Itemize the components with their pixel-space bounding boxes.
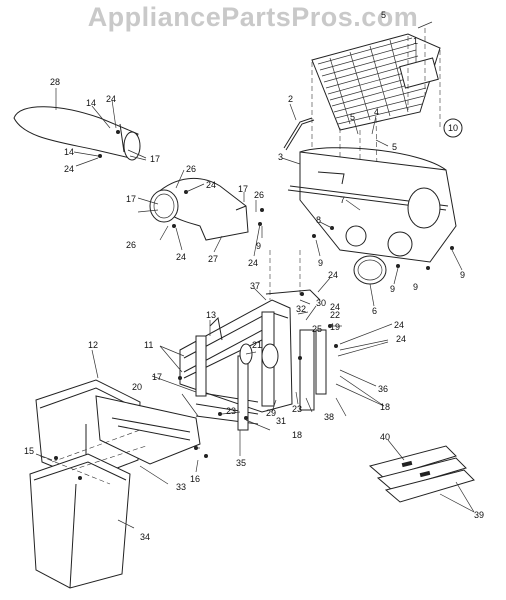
callout-26a: 26 xyxy=(186,164,196,174)
callout-17b: 17 xyxy=(238,184,248,194)
callout-21: 21 xyxy=(252,340,262,350)
callout-27: 27 xyxy=(208,254,218,264)
callout-34: 34 xyxy=(140,532,150,542)
callout-23a: 23 xyxy=(226,406,236,416)
callout-35: 35 xyxy=(236,458,246,468)
leader-lines xyxy=(35,21,475,529)
callout-3: 3 xyxy=(278,152,283,162)
callout-24d: 24 xyxy=(176,252,186,262)
bagger-frame xyxy=(287,147,457,263)
callout-22: 22 xyxy=(330,310,340,320)
callout-9b: 9 xyxy=(318,258,323,268)
callout-10: 10 xyxy=(448,123,458,133)
callout-17a: 17 xyxy=(150,154,160,164)
callout-24a: 24 xyxy=(106,94,116,104)
callout-2: 2 xyxy=(288,94,293,104)
callout-14a: 14 xyxy=(86,98,96,108)
callout-6: 6 xyxy=(372,306,377,316)
callout-31: 31 xyxy=(276,416,286,426)
callout-33: 33 xyxy=(176,482,186,492)
callout-16: 16 xyxy=(190,474,200,484)
upper-chute xyxy=(13,106,141,161)
callout-9d: 9 xyxy=(460,270,465,280)
callout-17d: 17 xyxy=(152,372,162,382)
callout-40: 40 xyxy=(380,432,390,442)
callout-18b: 18 xyxy=(292,430,302,440)
callout-37: 37 xyxy=(250,281,260,291)
callout-26b: 26 xyxy=(254,190,264,200)
callout-9a: 9 xyxy=(256,241,261,251)
callout-25: 25 xyxy=(312,324,322,334)
callout-24c: 24 xyxy=(206,180,216,190)
blade-set xyxy=(368,445,475,503)
grass-screen xyxy=(311,33,441,131)
callout-24f: 24 xyxy=(328,270,338,280)
callout-24i: 24 xyxy=(396,334,406,344)
cover-disc xyxy=(353,255,387,285)
callout-36: 36 xyxy=(378,384,388,394)
callout-8: 8 xyxy=(316,215,321,225)
callout-12: 12 xyxy=(88,340,98,350)
callout-20: 20 xyxy=(132,382,142,392)
callout-9e: 9 xyxy=(413,282,418,292)
callout-17c: 17 xyxy=(126,194,136,204)
callout-labels: 5 1 10 2 4 5 5 3 7 8 9 9 9 9 9 6 28 14 2… xyxy=(24,10,484,542)
bag-handle xyxy=(283,117,313,149)
callout-5: 5 xyxy=(381,10,386,20)
callout-23b: 23 xyxy=(292,404,302,414)
mounting-bracket-assembly xyxy=(179,289,327,431)
callout-7: 7 xyxy=(340,195,345,205)
bag-frame xyxy=(39,395,201,485)
callout-30: 30 xyxy=(316,298,326,308)
callout-19: 19 xyxy=(330,322,340,332)
callout-24g: 24 xyxy=(330,302,340,312)
callout-11: 11 xyxy=(144,340,153,350)
callout-24h: 24 xyxy=(394,320,404,330)
callout-24e: 24 xyxy=(248,258,258,268)
callout-10-circle xyxy=(443,118,463,138)
callout-5c: 5 xyxy=(392,142,397,152)
watermark: AppliancePartsPros.com xyxy=(87,2,419,32)
callout-38: 38 xyxy=(324,412,334,422)
callout-1: 1 xyxy=(413,36,418,46)
callout-13: 13 xyxy=(206,310,216,320)
callout-29: 29 xyxy=(266,408,276,418)
callout-24b: 24 xyxy=(64,164,74,174)
callout-5b: 5 xyxy=(350,112,355,122)
callout-15: 15 xyxy=(24,446,34,456)
callout-39: 39 xyxy=(474,510,484,520)
callout-14b: 14 xyxy=(64,147,74,157)
callout-9c: 9 xyxy=(390,284,395,294)
callout-32: 32 xyxy=(296,304,306,314)
callout-4: 4 xyxy=(374,107,379,117)
lower-chute xyxy=(149,177,249,241)
callout-26c: 26 xyxy=(126,240,136,250)
callout-28: 28 xyxy=(50,77,60,87)
callout-18a: 18 xyxy=(380,402,390,412)
